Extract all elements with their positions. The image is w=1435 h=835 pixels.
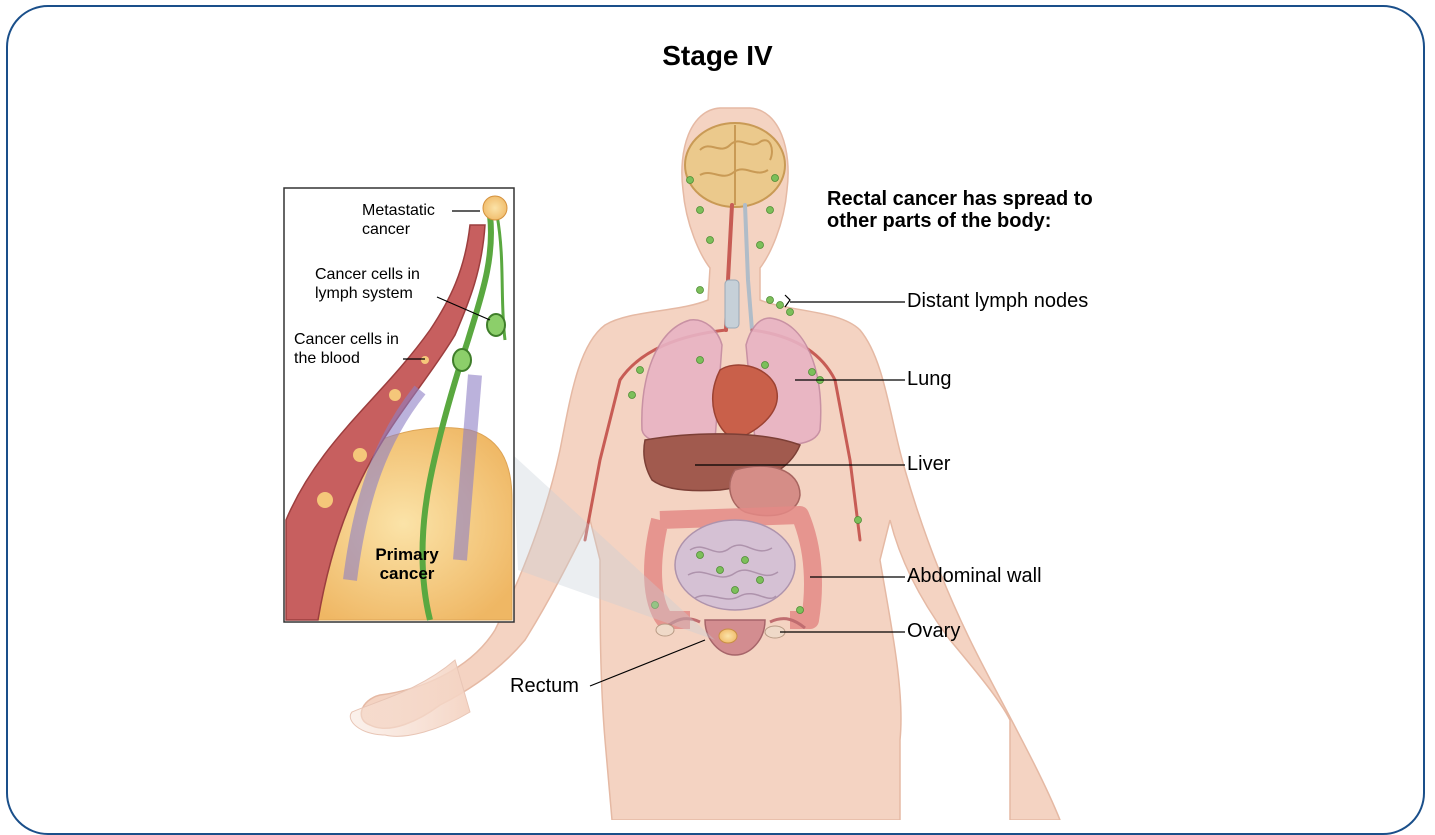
inset-label-metastatic-cancer: Metastatic cancer [362, 201, 454, 239]
label-abdominal-wall: Abdominal wall [907, 565, 1042, 588]
trachea [725, 280, 739, 328]
label-ovary: Ovary [907, 620, 960, 643]
label-liver: Liver [907, 453, 950, 476]
label-rectum: Rectum [510, 675, 579, 698]
small-intestine [675, 520, 795, 610]
inset-label-primary-cancer: Primary cancer [362, 545, 452, 583]
inset-label-blood: Cancer cells in the blood [294, 330, 406, 368]
diagram-title: Stage IV [0, 40, 1435, 72]
label-lung: Lung [907, 368, 952, 391]
spread-heading: Rectal cancer has spread to other parts … [827, 188, 1147, 232]
inset-label-lymph-system: Cancer cells in lymph system [315, 265, 445, 303]
brain [685, 123, 785, 207]
label-distant-lymph-nodes: Distant lymph nodes [907, 290, 1088, 313]
